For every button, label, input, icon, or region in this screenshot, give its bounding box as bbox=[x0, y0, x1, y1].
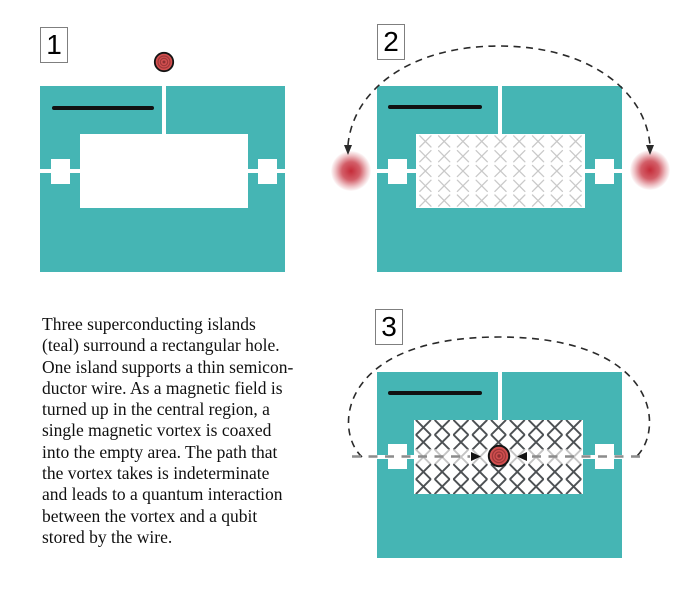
panel3-semiconductor-wire bbox=[388, 391, 482, 395]
panel1-semiconductor-wire bbox=[52, 106, 154, 110]
caption-line: the vortex takes is indeterminate bbox=[42, 463, 270, 484]
caption-line: Three superconducting islands bbox=[42, 314, 256, 334]
panel3-number-box: 3 bbox=[375, 309, 403, 345]
panel3-number-label: 3 bbox=[381, 311, 397, 342]
caption-line: single magnetic vortex is coaxed bbox=[42, 420, 272, 441]
caption-line: ductor wire. As a magnetic field is bbox=[42, 377, 283, 398]
panel2-top-slit bbox=[498, 86, 502, 134]
panel3-top-slit bbox=[498, 372, 502, 420]
panel3-junction-square-left bbox=[388, 444, 407, 469]
figure-caption: Three superconducting islands (teal) sur… bbox=[42, 314, 293, 548]
panel3-junction-square-right bbox=[595, 444, 614, 469]
panel2-number-box: 2 bbox=[377, 24, 405, 60]
fuzzy-vortex-probability-icon-left bbox=[331, 151, 371, 191]
caption-line: stored by the wire. bbox=[42, 526, 173, 547]
panel1-junction-square-left bbox=[51, 159, 70, 184]
panel2-field-lattice bbox=[419, 135, 582, 207]
panel1-top-slit bbox=[162, 86, 166, 134]
panel1-number-label: 1 bbox=[46, 29, 62, 60]
panel2-semiconductor-wire bbox=[388, 105, 482, 109]
panel1-rectangular-hole bbox=[80, 134, 248, 208]
caption-line: One island supports a thin semicon- bbox=[42, 356, 294, 377]
caption-line: into the empty area. The path that bbox=[42, 441, 278, 462]
caption-line: (teal) surround a rectangular hole. bbox=[42, 335, 280, 356]
panel2-rectangular-hole bbox=[416, 134, 585, 208]
panel2-junction-square-left bbox=[388, 159, 407, 184]
magnetic-vortex-icon bbox=[153, 51, 175, 73]
panel1-junction-square-right bbox=[258, 159, 277, 184]
panel1-number-box: 1 bbox=[40, 27, 68, 63]
caption-line: between the vortex and a qubit bbox=[42, 505, 258, 526]
magnetic-vortex-trapped-icon bbox=[487, 444, 511, 468]
panel2-junction-square-right bbox=[595, 159, 614, 184]
panel2-number-label: 2 bbox=[383, 26, 399, 57]
caption-line: turned up in the central region, a bbox=[42, 399, 270, 420]
caption-line: and leads to a quantum interaction bbox=[42, 484, 283, 505]
fuzzy-vortex-probability-icon-right bbox=[630, 150, 670, 190]
